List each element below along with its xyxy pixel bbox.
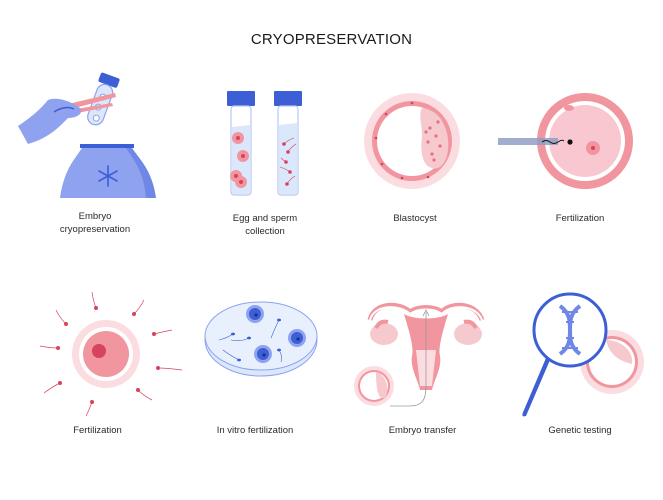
panel-label: Embryo cryopreservation bbox=[59, 211, 131, 235]
panel-label: Fertilization bbox=[555, 213, 605, 224]
panel-in-vitro-fertilization: In vitro fertilization bbox=[195, 290, 325, 450]
panel-label: Genetic testing bbox=[548, 425, 612, 436]
page-title: CRYOPRESERVATION bbox=[250, 31, 413, 48]
blastocyst-icon bbox=[364, 93, 460, 189]
panel-egg-sperm-collection: Egg and sperm collection bbox=[200, 80, 330, 240]
egg-injection-icon bbox=[498, 93, 633, 189]
panel-label: Embryo transfer bbox=[388, 425, 457, 436]
panel-fertilization: Fertilization bbox=[30, 290, 200, 450]
panel-label: Blastocyst bbox=[393, 213, 437, 224]
magnifier-dna-icon bbox=[522, 292, 644, 417]
panel-blastocyst: Blastocyst bbox=[350, 80, 480, 230]
panel-genetic-testing: Genetic testing bbox=[510, 280, 660, 450]
petri-dish-icon bbox=[204, 301, 318, 377]
panel-embryo-cryopreservation: Embryo cryopreservation bbox=[10, 60, 180, 240]
panel-label: In vitro fertilization bbox=[216, 425, 294, 436]
test-tubes-icon bbox=[227, 91, 302, 196]
egg-sperm-icon bbox=[39, 291, 183, 417]
panel-label: Egg and sperm collection bbox=[232, 213, 298, 237]
panel-fertilization-icsi: Fertilization bbox=[490, 80, 660, 230]
panel-label: Fertilization bbox=[73, 425, 122, 436]
panel-embryo-transfer: Embryo transfer bbox=[350, 290, 500, 450]
hand-tube-cryo-tank-icon bbox=[18, 72, 156, 198]
uterus-icon bbox=[354, 302, 485, 407]
